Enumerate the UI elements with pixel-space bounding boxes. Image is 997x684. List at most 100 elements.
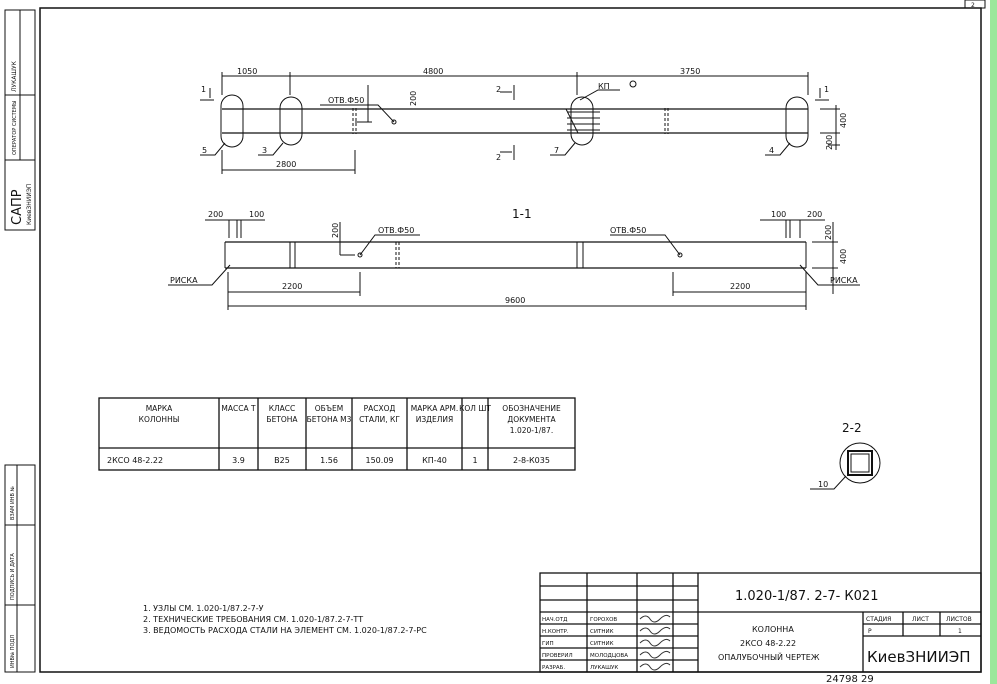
note-3: 3. ВЕДОМОСТЬ РАСХОДА СТАЛИ НА ЭЛЕМЕНТ СМ… bbox=[143, 626, 427, 635]
section-mark-2-top: 2 bbox=[496, 85, 501, 94]
archive-number: 24798 29 bbox=[826, 674, 874, 684]
title-line-3: ОПАЛУБОЧНЫЙ ЧЕРТЕЖ bbox=[718, 651, 820, 662]
node-oval-4 bbox=[785, 96, 809, 148]
table-header: МАССА Т bbox=[221, 404, 256, 413]
section-2-2: 2-2 10 bbox=[810, 421, 881, 490]
dim-2800: 2800 bbox=[276, 160, 296, 169]
stamp-inv-podl: ИНВ№ ПОДЛ bbox=[10, 635, 16, 668]
staff-name: СИТНИК bbox=[590, 641, 614, 647]
staff-name: СИТНИК bbox=[590, 629, 614, 635]
dim-right-200: 200 bbox=[807, 210, 822, 219]
table-header: КОЛ ШТ bbox=[459, 404, 491, 413]
drawing-code: 1.020-1/87. 2-7- К021 bbox=[735, 589, 878, 604]
table-cell: 2-8-К035 bbox=[513, 456, 550, 465]
node-oval-7 bbox=[570, 96, 594, 146]
dim-200-right: 200 bbox=[824, 225, 833, 240]
signature bbox=[639, 662, 671, 671]
org-name: КиевЗНИИЭП bbox=[867, 648, 971, 666]
stage-label: СТАДИЯ bbox=[866, 616, 891, 623]
dim-400: 400 bbox=[839, 113, 848, 128]
callout-7: 7 bbox=[554, 146, 559, 155]
stage-value: Р bbox=[868, 628, 872, 635]
dim-left-100: 100 bbox=[249, 210, 264, 219]
stamp-vzam: ВЗАМ ИНВ № bbox=[10, 486, 16, 520]
staff-role: Н.КОНТР. bbox=[542, 629, 569, 635]
staff-role: НАЧ.ОТД bbox=[542, 617, 568, 623]
embedded-part-kp bbox=[565, 108, 600, 134]
stamp-operator: ОПЕРАТОР СИСТЕМЫ bbox=[12, 100, 18, 155]
side-stamp-top: ЛУКАШУК ОПЕРАТОР СИСТЕМЫ САПР КиевЗНИИЭП bbox=[4, 9, 36, 231]
staff-role: ПРОВЕРИЛ bbox=[542, 653, 573, 659]
dim-9600: 9600 bbox=[505, 296, 525, 305]
signature bbox=[639, 626, 671, 635]
table-cell: 1.56 bbox=[320, 456, 338, 465]
section-mark-1-right: 1 bbox=[824, 85, 829, 94]
plan-view: 1050 4800 3750 2800 200 ОТВ.Ф50 КП 400 2… bbox=[200, 67, 848, 174]
section-1-1-title: 1-1 bbox=[512, 207, 532, 221]
sheet-corner-text: 2 bbox=[971, 2, 975, 9]
notes: 1. УЗЛЫ СМ. 1.020-1/87.2-7-У 2. ТЕХНИЧЕС… bbox=[143, 604, 427, 635]
table-cell: 150.09 bbox=[366, 456, 394, 465]
table-cell: КП-40 bbox=[422, 456, 447, 465]
scan-edge bbox=[990, 0, 997, 684]
dim-2200-right: 2200 bbox=[730, 282, 750, 291]
table-header: МАРКА АРМ.ИЗДЕЛИЯ bbox=[411, 404, 458, 424]
dim-2200-left: 2200 bbox=[282, 282, 302, 291]
risk-label-right: РИСКА bbox=[830, 276, 858, 285]
section-2-2-title: 2-2 bbox=[842, 421, 862, 435]
title-line-1: КОЛОННА bbox=[752, 625, 794, 634]
callout-10: 10 bbox=[818, 480, 828, 489]
stamp-name: ЛУКАШУК bbox=[11, 60, 18, 92]
node-oval-3 bbox=[279, 96, 303, 146]
signature bbox=[639, 614, 671, 623]
staff-name: ЛУКАШУК bbox=[590, 665, 618, 671]
side-stamp-bottom: ИНВ№ ПОДЛ ПОДПИСЬ И ДАТА ВЗАМ ИНВ № bbox=[4, 464, 36, 673]
callout-4: 4 bbox=[769, 146, 774, 155]
table-cell: В25 bbox=[274, 456, 290, 465]
dim-right-100: 100 bbox=[771, 210, 786, 219]
kp-label: КП bbox=[598, 82, 610, 91]
spec-table bbox=[98, 397, 576, 471]
stamp-sapr: САПР bbox=[10, 189, 25, 225]
hole-label: ОТВ.Ф50 bbox=[328, 96, 364, 105]
section-1-1: 1-1 ОТВ.Ф50 ОТВ.Ф50 200 200 100 100 200 … bbox=[168, 207, 860, 310]
note-2: 2. ТЕХНИЧЕСКИЕ ТРЕБОВАНИЯ СМ. 1.020-1/87… bbox=[143, 615, 363, 624]
hole-label-left: ОТВ.Ф50 bbox=[378, 226, 414, 235]
table-cell: 2КСО 48-2.22 bbox=[107, 456, 163, 465]
dim-left-200: 200 bbox=[208, 210, 223, 219]
node-oval-5 bbox=[220, 94, 244, 148]
title-line-2: 2КСО 48-2.22 bbox=[740, 639, 796, 648]
risk-label-left: РИСКА bbox=[170, 276, 198, 285]
stamp-org: КиевЗНИИЭП bbox=[26, 184, 33, 225]
table-cell: 3.9 bbox=[232, 456, 245, 465]
signature bbox=[639, 650, 671, 659]
table-cell: 1 bbox=[472, 456, 477, 465]
stamp-podpis: ПОДПИСЬ И ДАТА bbox=[10, 553, 16, 600]
sheets-label: ЛИСТОВ bbox=[946, 616, 972, 623]
staff-name: МОЛОДЦОВА bbox=[590, 653, 628, 659]
staff-role: РАЗРАБ. bbox=[542, 665, 565, 671]
section-mark-1-left: 1 bbox=[201, 85, 206, 94]
sheet-corner-box bbox=[964, 0, 986, 9]
section-mark-2-bottom: 2 bbox=[496, 153, 501, 162]
dim-400-right: 400 bbox=[839, 249, 848, 264]
dim-200-hole: 200 bbox=[409, 91, 418, 106]
sheets-value: 1 bbox=[958, 628, 962, 635]
drawing-frame bbox=[39, 7, 982, 673]
callout-3: 3 bbox=[262, 146, 267, 155]
callout-5: 5 bbox=[202, 146, 207, 155]
staff-role: ГИП bbox=[542, 641, 554, 647]
hole-label-right: ОТВ.Ф50 bbox=[610, 226, 646, 235]
dim-200-right: 200 bbox=[825, 135, 834, 150]
dim-4800: 4800 bbox=[423, 67, 443, 76]
dim-200-hole: 200 bbox=[331, 223, 340, 238]
note-1: 1. УЗЛЫ СМ. 1.020-1/87.2-7-У bbox=[143, 604, 264, 613]
